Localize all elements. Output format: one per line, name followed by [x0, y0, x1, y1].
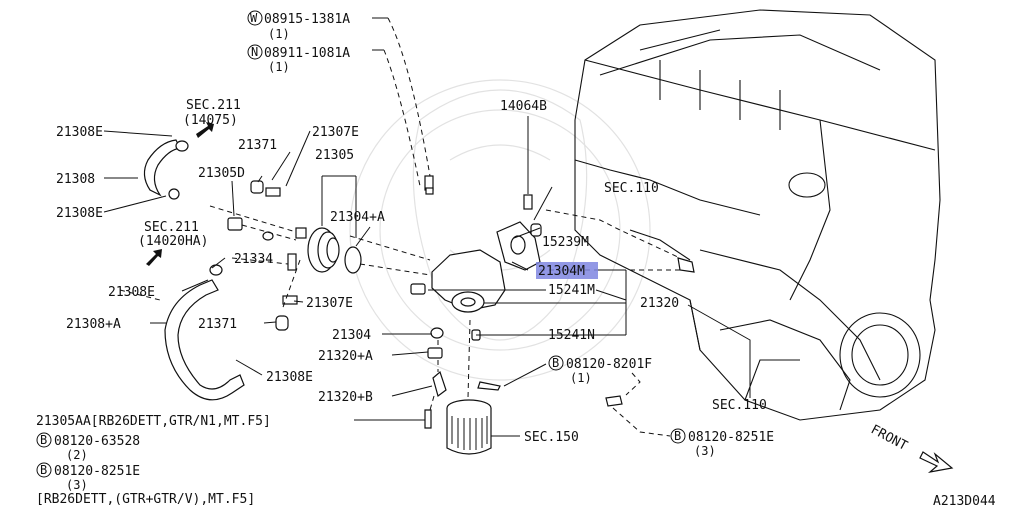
label-w-bolt[interactable]: 08915-1381A: [264, 12, 350, 27]
label-21308e-top[interactable]: 21308E: [56, 125, 103, 140]
label-21334[interactable]: 21334: [234, 252, 273, 267]
label-21371-low[interactable]: 21371: [198, 317, 237, 332]
arrow-icon: [146, 249, 162, 266]
label-sec211-top[interactable]: SEC.211: [186, 98, 241, 113]
label-14064b[interactable]: 14064B: [500, 99, 547, 114]
label-21308e-bot[interactable]: 21308E: [266, 370, 313, 385]
label-sec110-top[interactable]: SEC.110: [604, 181, 659, 196]
label-sec211-mid-ref: (14020HA): [138, 234, 208, 249]
label-21308a[interactable]: 21308+A: [66, 317, 121, 332]
label-08120-8251e-left-qty: (3): [66, 478, 88, 492]
label-21371-top[interactable]: 21371: [238, 138, 277, 153]
w-prefix: W: [250, 11, 258, 25]
label-15241m[interactable]: 15241M: [548, 283, 595, 298]
front-arrow-icon: [919, 451, 954, 473]
part-labels: 08915-1381A (1) 08911-1081A (1) 14064B S…: [36, 12, 996, 509]
label-diagram-code: A213D044: [933, 494, 996, 509]
label-08120-8201f-qty: (1): [570, 371, 592, 385]
label-08120-63528-qty: (2): [66, 448, 88, 462]
label-w-bolt-qty: (1): [268, 27, 290, 41]
b-prefix: B: [674, 429, 681, 443]
leader-lines: [103, 17, 751, 437]
arrow-icon: [196, 122, 214, 138]
label-21305d[interactable]: 21305D: [198, 166, 245, 181]
label-21320b[interactable]: 21320+B: [318, 390, 373, 405]
label-sec150[interactable]: SEC.150: [524, 430, 579, 445]
label-bottom-note: [RB26DETT,(GTR+GTR/V),MT.F5]: [36, 492, 255, 507]
direction-arrows: [146, 122, 954, 473]
circled-prefixes: W N B B B B: [36, 10, 686, 478]
label-08120-8251e-right[interactable]: 08120-8251E: [688, 430, 774, 445]
engine-plug-part: [677, 257, 695, 273]
label-21308[interactable]: 21308: [56, 172, 95, 187]
label-21308e-low[interactable]: 21308E: [108, 285, 155, 300]
oil-cooler-housing-part: [410, 249, 506, 313]
small-fittings: [227, 175, 623, 429]
label-21304[interactable]: 21304: [332, 328, 371, 343]
hose-21308a: [164, 264, 245, 401]
label-08120-8201f[interactable]: 08120-8201F: [566, 357, 652, 372]
n-prefix: N: [251, 45, 258, 59]
label-15241n[interactable]: 15241N: [548, 328, 595, 343]
gasket-part: [496, 221, 541, 271]
label-21320a[interactable]: 21320+A: [318, 349, 373, 364]
label-21308e-mid[interactable]: 21308E: [56, 206, 103, 221]
label-21320[interactable]: 21320: [640, 296, 679, 311]
label-sec110-bot[interactable]: SEC.110: [712, 398, 767, 413]
b-prefix: B: [40, 433, 47, 447]
oil-cooler-body-part: [307, 227, 362, 274]
label-08120-63528[interactable]: 08120-63528: [54, 434, 140, 449]
label-21307e-top[interactable]: 21307E: [312, 125, 359, 140]
label-15239m[interactable]: 15239M: [542, 235, 589, 250]
label-n-bolt-qty: (1): [268, 60, 290, 74]
label-sec211-top-ref: (14075): [183, 113, 238, 128]
label-08120-8251e-left[interactable]: 08120-8251E: [54, 464, 140, 479]
b-prefix: B: [552, 356, 559, 370]
b-prefix: B: [40, 463, 47, 477]
hose-21308: [143, 139, 189, 200]
highlight-box: [536, 262, 598, 279]
label-21305aa[interactable]: 21305AA[RB26DETT,GTR/N1,MT.F5]: [36, 414, 271, 429]
label-21307e-low[interactable]: 21307E: [306, 296, 353, 311]
label-n-bolt[interactable]: 08911-1081A: [264, 46, 350, 61]
oil-filter-part: [446, 399, 492, 455]
label-21304m-highlighted[interactable]: 21304M: [538, 264, 585, 279]
label-21305[interactable]: 21305: [315, 148, 354, 163]
engine-block-illustration: [574, 9, 941, 421]
label-sec211-mid[interactable]: SEC.211: [144, 220, 199, 235]
label-21304a[interactable]: 21304+A: [330, 210, 385, 225]
label-08120-8251e-right-qty: (3): [694, 444, 716, 458]
label-front: FRONT: [868, 422, 910, 454]
